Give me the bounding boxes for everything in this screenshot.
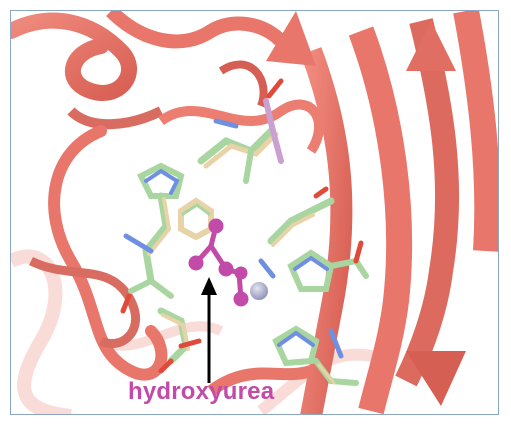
upper-central-ribbon [158, 60, 325, 154]
molecular-structure-figure [10, 10, 499, 415]
left-loop-ribbons [28, 125, 313, 396]
beta-sheet-strands [266, 11, 498, 414]
protein-structure-render [11, 11, 498, 414]
annotation-arrow [201, 277, 217, 383]
ligand-label: hydroxyurea [128, 378, 275, 405]
hydroxyurea-ligand [188, 218, 249, 307]
metal-ion [250, 282, 268, 300]
residue-sticks [120, 78, 369, 386]
top-left-ribbon [11, 11, 286, 130]
